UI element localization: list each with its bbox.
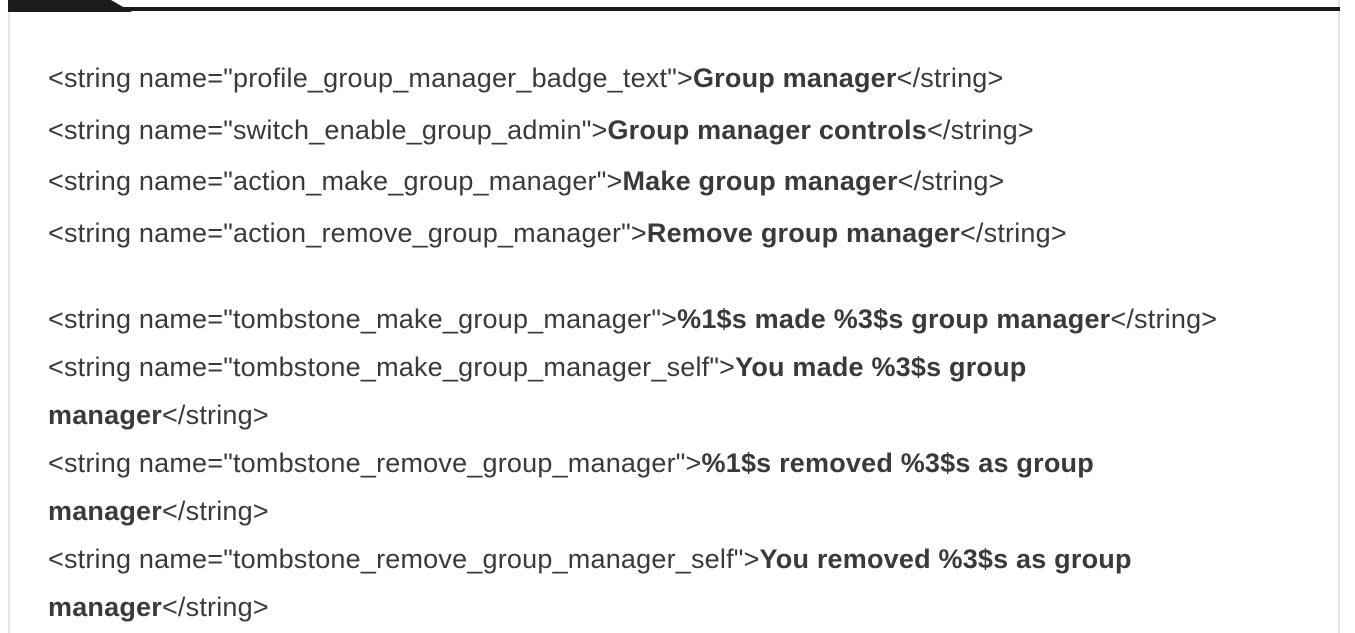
top-accent-bar [8, 7, 1340, 11]
xml-markup-text: <string name="profile_group_manager_badg… [48, 63, 693, 93]
code-line: manager</string> [48, 583, 1302, 631]
string-value-text: You removed %3$s as group [759, 544, 1132, 574]
code-line: <string name="action_remove_group_manage… [48, 208, 1302, 260]
xml-markup-text: </string> [926, 114, 1034, 145]
xml-markup-text: </string> [161, 400, 269, 430]
content-card: <string name="profile_group_manager_badg… [8, 0, 1340, 633]
xml-markup-text: </string> [161, 496, 269, 526]
xml-markup-text: </string> [959, 217, 1067, 248]
xml-markup-text: <string name="action_remove_group_manage… [48, 217, 647, 248]
xml-markup-text: </string> [1110, 304, 1218, 334]
strings-xml-snippet: <string name="profile_group_manager_badg… [10, 13, 1338, 631]
string-value-text: Remove group manager [646, 217, 960, 248]
xml-markup-text: <string name="tombstone_remove_group_man… [48, 448, 702, 478]
top-edge [8, 0, 1340, 13]
code-line: <string name="action_make_group_manager"… [48, 156, 1302, 208]
xml-markup-text: <string name="tombstone_remove_group_man… [48, 544, 760, 574]
string-value-text: %1$s removed %3$s as group [701, 448, 1094, 478]
string-value-text: Group manager [692, 63, 897, 93]
code-line: <string name="tombstone_remove_group_man… [48, 439, 1302, 487]
xml-markup-text: <string name="action_make_group_manager"… [48, 166, 623, 196]
code-line: <string name="tombstone_make_group_manag… [48, 343, 1302, 391]
xml-markup-text: <string name="tombstone_make_group_manag… [48, 304, 678, 334]
code-line: <string name="switch_enable_group_admin"… [48, 105, 1302, 157]
string-value-text: manager [48, 400, 162, 430]
string-value-text: Group manager controls [607, 114, 927, 145]
code-line: <string name="profile_group_manager_badg… [48, 53, 1302, 105]
code-line: manager</string> [48, 391, 1302, 439]
xml-markup-text: <string name="tombstone_make_group_manag… [48, 352, 736, 382]
string-value-text: You made %3$s group [735, 352, 1027, 382]
code-groups: <string name="profile_group_manager_badg… [48, 53, 1302, 631]
xml-markup-text: </string> [896, 63, 1004, 93]
xml-markup-text: <string name="switch_enable_group_admin"… [48, 114, 608, 145]
xml-markup-text: </string> [897, 166, 1005, 196]
string-value-text: manager [48, 496, 162, 526]
xml-markup-text: </string> [161, 592, 269, 622]
string-value-text: %1$s made %3$s group manager [677, 304, 1111, 334]
code-line: manager</string> [48, 487, 1302, 535]
code-group: <string name="profile_group_manager_badg… [48, 53, 1302, 259]
code-line: <string name="tombstone_make_group_manag… [48, 295, 1302, 343]
code-line: <string name="tombstone_remove_group_man… [48, 535, 1302, 583]
string-value-text: manager [48, 592, 162, 622]
string-value-text: Make group manager [622, 166, 898, 196]
code-group: <string name="tombstone_make_group_manag… [48, 295, 1302, 631]
corner-wedge [8, 0, 132, 12]
